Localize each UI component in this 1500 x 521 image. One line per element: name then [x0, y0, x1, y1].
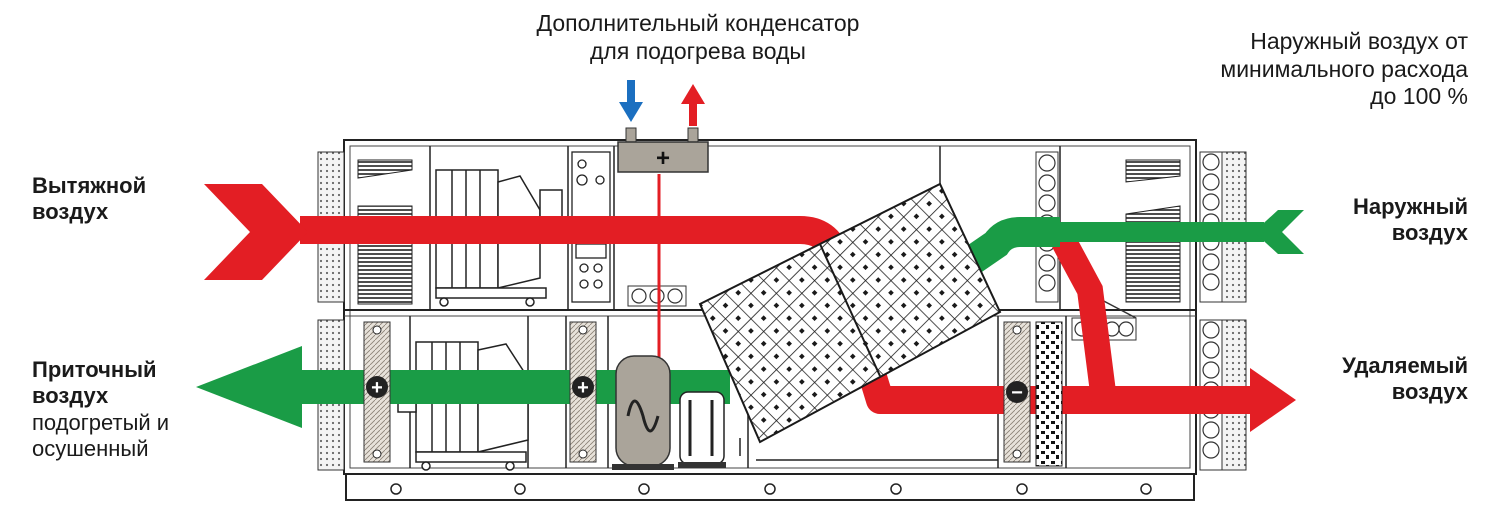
outdoor-air-stream: [955, 210, 1304, 279]
supply-air-label: Приточный воздух подогретый и осушенный: [32, 357, 170, 462]
heating-coil-symbol-2: +: [577, 377, 589, 399]
compressor-icon: [612, 355, 674, 470]
outdoor-air-label: Наружный воздух: [1353, 194, 1468, 246]
water-outlet-arrow: [681, 84, 705, 126]
heat-exchanger-icon: [698, 182, 1002, 461]
exhaust-air-stream: [1050, 231, 1296, 432]
heating-coil-symbol: +: [371, 377, 383, 399]
water-inlet-arrow: [619, 80, 643, 122]
water-tank-icon: [678, 391, 726, 468]
exhaust-air-label: Удаляемый воздух: [1342, 353, 1468, 405]
condenser-icon: [617, 127, 709, 173]
condenser-label: Дополнительный конденсатор для подогрева…: [536, 10, 860, 64]
cooling-coil-symbol: −: [1011, 382, 1023, 404]
outdoor-range-label: Наружный воздух от минимального расхода …: [1220, 28, 1468, 110]
extract-air-label: Вытяжной воздух: [32, 173, 147, 225]
supply-air-note: подогретый и: [32, 409, 170, 435]
condenser-symbol: +: [656, 145, 670, 172]
extract-air-arrow: [204, 184, 308, 280]
coil-icon: [363, 321, 1063, 467]
